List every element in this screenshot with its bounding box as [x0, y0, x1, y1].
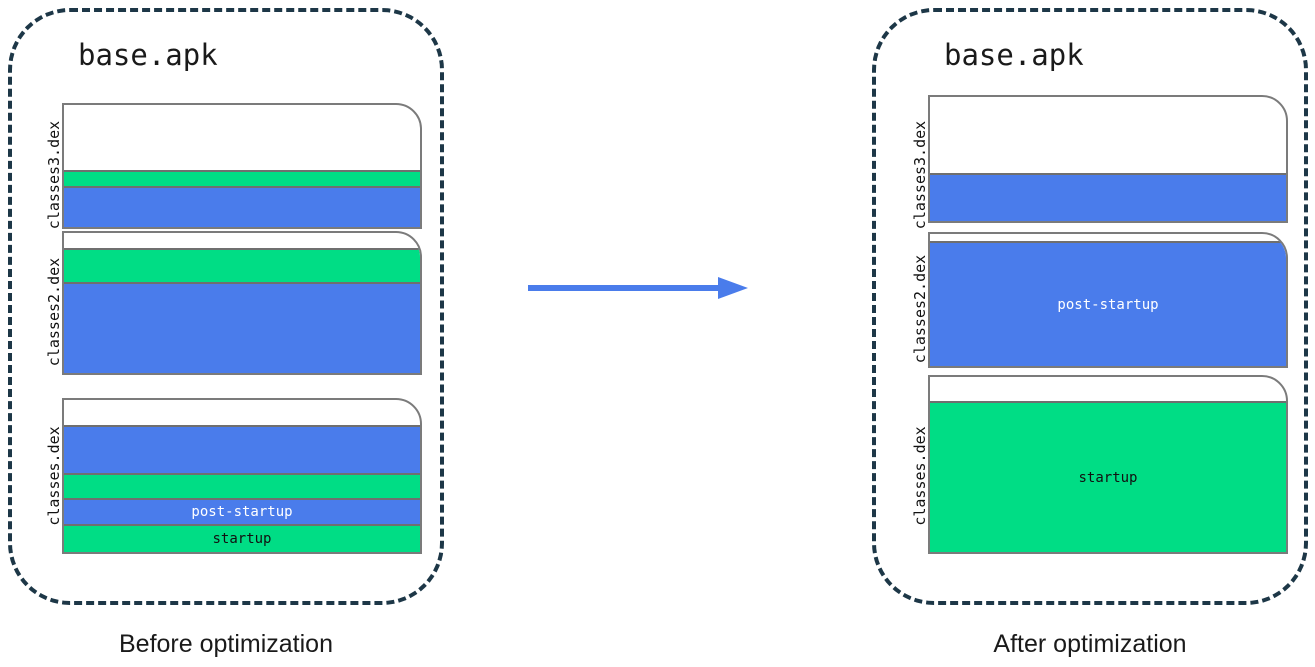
dex-box-classes2-dex-after: post-startup — [928, 232, 1288, 368]
apk-title-before: base.apk — [78, 38, 218, 72]
dex-label-classes-dex-after: classes.dex — [911, 426, 929, 526]
dex-label-classes3-dex-after: classes3.dex — [911, 120, 929, 230]
dex-segment-post-startup — [64, 425, 420, 473]
dex-segment-startup — [64, 170, 420, 186]
dex-segment-empty — [64, 233, 420, 248]
dex-box-classes2-dex-before — [62, 231, 422, 375]
dex-segment-empty — [930, 234, 1286, 241]
apk-title-after: base.apk — [944, 38, 1084, 72]
dex-segment-post-startup: post-startup — [930, 241, 1286, 366]
dex-segment-empty — [64, 400, 420, 425]
dex-segment-empty — [930, 97, 1286, 173]
dex-segment-post-startup — [64, 282, 420, 373]
dex-box-classes3-dex-after — [928, 95, 1288, 223]
dex-segment-post-startup-labeled: post-startup — [64, 498, 420, 524]
dex-segment-startup-labeled: startup — [64, 524, 420, 552]
dex-label-classes-dex-before: classes.dex — [45, 426, 63, 526]
dex-box-classes-dex-after: startup — [928, 375, 1288, 554]
dex-segment-empty — [930, 377, 1286, 401]
dex-label-classes2-dex-before: classes2.dex — [45, 257, 63, 367]
dex-label-classes2-dex-after: classes2.dex — [911, 254, 929, 364]
dex-segment-empty — [64, 105, 420, 170]
dex-label-classes3-dex-before: classes3.dex — [45, 120, 63, 230]
arrow-shaft-line — [528, 285, 720, 291]
dex-segment-startup — [64, 248, 420, 282]
arrow-head-triangle — [718, 277, 748, 299]
dex-segment-startup: startup — [930, 401, 1286, 552]
dex-segment-post-startup — [64, 186, 420, 227]
dex-segment-startup — [64, 473, 420, 498]
dex-segment-post-startup — [930, 173, 1286, 221]
caption-after-optimization: After optimization — [993, 630, 1187, 658]
dex-box-classes3-dex-before — [62, 103, 422, 229]
dex-box-classes-dex-before: post-startup startup — [62, 398, 422, 554]
optimization-arrow — [528, 277, 748, 299]
caption-before-optimization: Before optimization — [118, 630, 333, 658]
